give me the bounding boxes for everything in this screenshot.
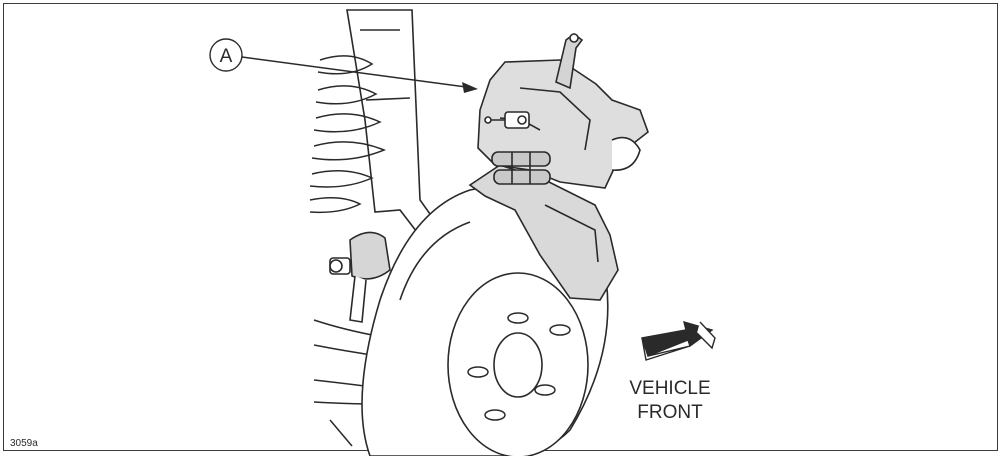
- callout-a: A: [209, 38, 478, 93]
- direction-label-line2: FRONT: [637, 402, 703, 423]
- direction-arrow-icon: [641, 320, 716, 361]
- direction-label-line1: VEHICLE: [629, 378, 710, 399]
- figure-id: 3059a: [10, 438, 38, 449]
- ball-joint: [329, 231, 391, 323]
- leader-arrowhead: [462, 82, 478, 93]
- coil-spring: [309, 55, 386, 214]
- brake-caliper: [477, 59, 649, 189]
- callout-circle: [209, 38, 243, 72]
- wheel-studs: [467, 312, 571, 421]
- leader-line: [241, 56, 467, 88]
- parking-brake-lever: [555, 33, 584, 90]
- callout-label: A: [220, 46, 233, 67]
- strut-assembly: [346, 9, 442, 237]
